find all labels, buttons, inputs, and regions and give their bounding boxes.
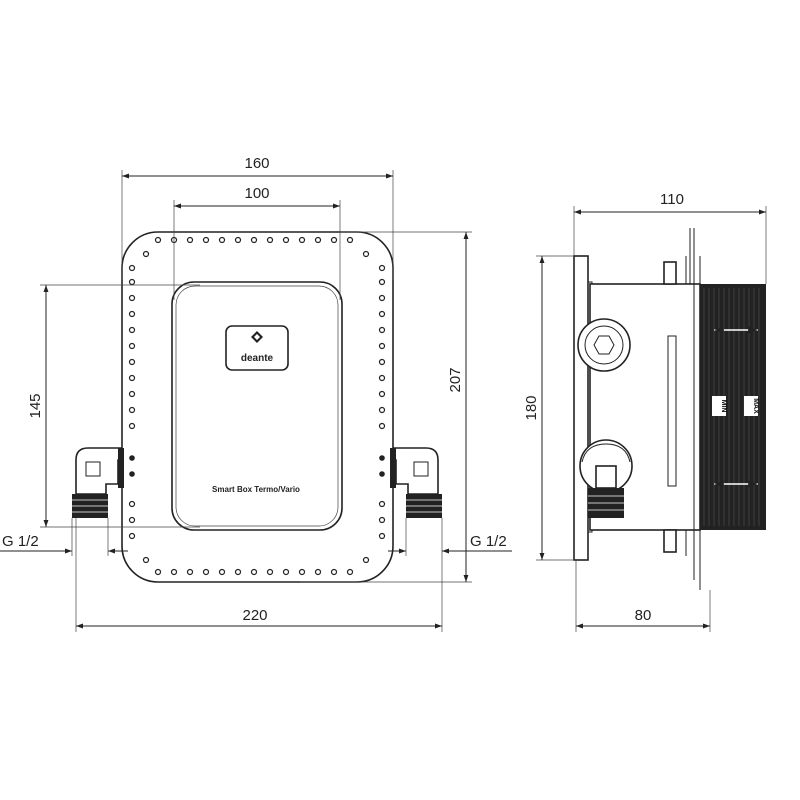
thread-label-right: G 1/2 [470, 533, 507, 550]
dim-width-overall: 220 [242, 607, 267, 624]
left-connector [72, 447, 124, 518]
dim-height-total: 207 [447, 367, 464, 392]
dim-height-inner: 145 [27, 393, 44, 418]
perimeter-holes [128, 236, 386, 576]
mark-min: MIN [720, 400, 727, 413]
brand-text: deante [241, 353, 274, 364]
right-connector [390, 447, 442, 518]
front-cover-plate [171, 281, 343, 531]
mark-max: MAX [752, 398, 759, 414]
dim-width-outer: 160 [244, 155, 269, 172]
outlet-fitting [579, 439, 633, 518]
side-view: MIN MAX 110 180 [523, 191, 767, 632]
product-label: Smart Box Termo/Vario [212, 485, 300, 494]
dim-height-side: 180 [523, 395, 540, 420]
dim-depth-body: 80 [635, 607, 652, 624]
brand-logo: deante [225, 325, 289, 371]
side-flange [573, 255, 589, 561]
dim-depth-total: 110 [660, 191, 684, 208]
front-view: deante Smart Box Termo/Vario 160 100 207… [0, 155, 512, 632]
dim-width-inner: 100 [244, 185, 269, 202]
hex-fitting [577, 318, 631, 372]
thread-label-left: G 1/2 [2, 533, 39, 550]
